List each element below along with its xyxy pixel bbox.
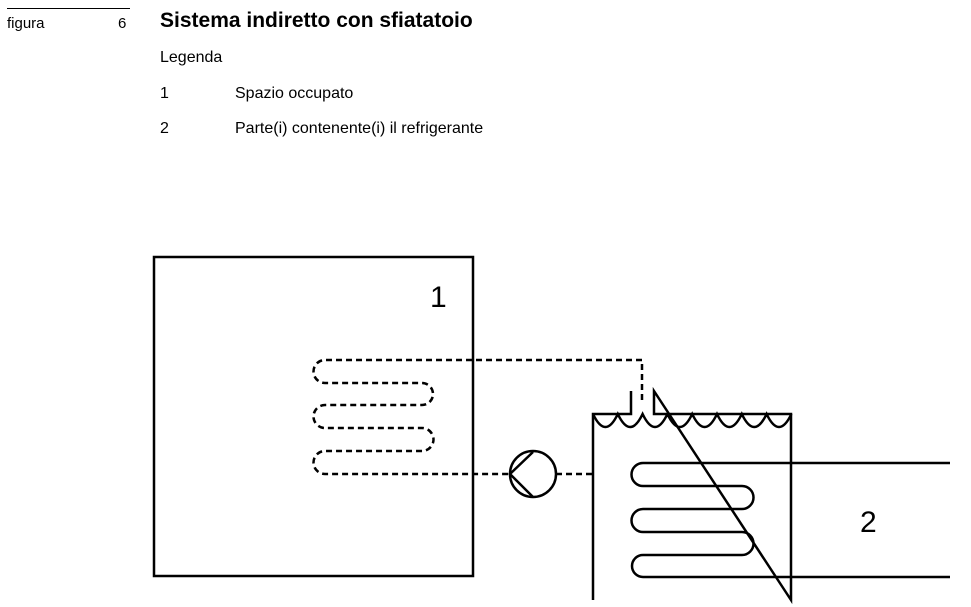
legend-text-2: Parte(i) contenente(i) il refrigerante <box>235 120 484 137</box>
occupied-space-box <box>152 255 475 578</box>
label-2: 2 <box>860 506 877 539</box>
legend-heading: Legenda <box>160 49 223 66</box>
legend-text-1: Spazio occupato <box>235 85 354 102</box>
liquid-surface <box>591 411 793 429</box>
legend-num-2: 2 <box>160 120 169 137</box>
label-1: 1 <box>430 281 447 314</box>
refrigerant-coil <box>630 461 950 579</box>
page-title: Sistema indiretto con sfiatatoio <box>160 9 473 32</box>
figure-label: figura <box>7 15 45 32</box>
legend-num-1: 1 <box>160 85 169 102</box>
figure-number: 6 <box>118 15 127 32</box>
dashed-coil <box>312 358 644 476</box>
header-rule <box>7 8 130 9</box>
pump-icon <box>508 449 558 499</box>
vented-tank <box>591 386 793 605</box>
